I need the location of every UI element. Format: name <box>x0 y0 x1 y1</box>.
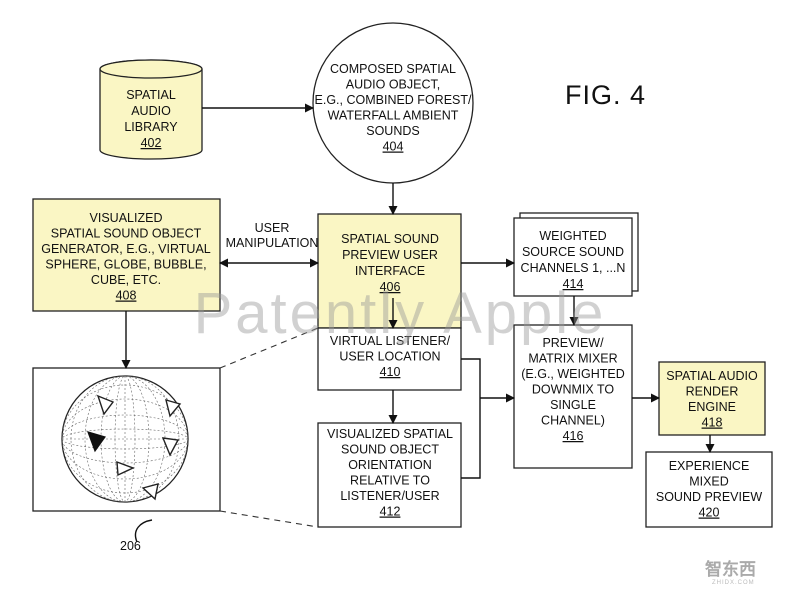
node-preview-matrix-mixer: PREVIEW/MATRIX MIXER(E.G., WEIGHTEDDOWNM… <box>514 325 632 468</box>
reference-number: 418 <box>702 416 723 430</box>
label-line: WEIGHTED <box>539 229 606 243</box>
label-line: MATRIX MIXER <box>528 352 617 366</box>
reference-number: 420 <box>699 506 720 520</box>
node-experience-mixed-sound-preview: EXPERIENCE MIXEDSOUND PREVIEW 420 <box>646 452 772 527</box>
label-line: E.G., COMBINED FOREST/ <box>315 93 472 107</box>
label-line: SINGLE <box>550 398 596 412</box>
reference-number: 410 <box>380 365 401 379</box>
label-line: WATERFALL AMBIENT <box>328 109 459 123</box>
node-spatial-audio-render-engine: SPATIAL AUDIO RENDERENGINE 418 <box>659 362 765 435</box>
label-line: AUDIO <box>131 104 171 118</box>
label-line: ENGINE <box>688 400 736 414</box>
brand-logo: 智东西 ZHIDX.COM <box>705 559 756 586</box>
label-line: AUDIO OBJECT, <box>346 78 440 92</box>
logo-text: 智东西 <box>705 559 756 579</box>
label-line: COMPOSED SPATIAL <box>330 62 456 76</box>
label-line: SOUNDS <box>366 124 419 138</box>
node-composed-spatial-audio-object: COMPOSED SPATIAL AUDIO OBJECT,E.G., COMBI… <box>313 23 473 183</box>
node-visualized-sound-object-generator: VISUALIZED SPATIAL SOUND OBJECTGENERATOR,… <box>33 199 220 311</box>
label-line: SOUND OBJECT <box>341 443 439 457</box>
label-line: SPATIAL SOUND <box>341 232 439 246</box>
label-line: SPATIAL SOUND OBJECT <box>51 227 202 241</box>
node-sphere-visualization <box>33 368 220 511</box>
label-line: LIBRARY <box>124 120 178 134</box>
label-line: (E.G., WEIGHTED <box>521 367 624 381</box>
edge-410-to-junction <box>461 359 480 398</box>
label-line: CUBE, ETC. <box>91 273 161 287</box>
label-line: SOURCE SOUND <box>522 245 624 259</box>
node-spatial-audio-library: SPATIAL AUDIO LIBRARY 402 <box>100 60 202 159</box>
label-line: MIXED <box>689 475 729 489</box>
label-line: USER LOCATION <box>339 350 440 364</box>
callout-ref-206: 206 <box>120 539 141 553</box>
reference-number: 408 <box>116 289 137 303</box>
edge-label-user-manipulation: USERMANIPULATION <box>226 221 319 250</box>
logo-subtext: ZHIDX.COM <box>712 580 755 586</box>
edge-412-to-junction <box>461 398 480 478</box>
reference-number: 404 <box>383 140 404 154</box>
label-line: USER <box>255 221 290 235</box>
label-line: GENERATOR, E.G., VIRTUAL <box>41 242 211 256</box>
label-line: RELATIVE TO <box>350 474 430 488</box>
label-line: VISUALIZED <box>90 211 163 225</box>
label-line: SPATIAL <box>126 88 176 102</box>
projection-line-bottom <box>220 511 318 527</box>
label-line: MANIPULATION <box>226 236 319 250</box>
label-line: DOWNMIX TO <box>532 383 614 397</box>
label-line: CHANNELS 1, ...N <box>521 261 626 275</box>
reference-number: 416 <box>563 429 584 443</box>
label-line: SOUND PREVIEW <box>656 490 762 504</box>
label-line: EXPERIENCE <box>669 459 750 473</box>
reference-number: 402 <box>141 136 162 150</box>
label-line: LISTENER/USER <box>340 489 439 503</box>
node-visualized-orientation: VISUALIZED SPATIAL SOUND OBJECTORIENTATIO… <box>318 423 461 527</box>
label-line: INTERFACE <box>355 264 425 278</box>
label-line: RENDER <box>686 385 739 399</box>
label-line: ORIENTATION <box>348 458 432 472</box>
label-line: CHANNEL) <box>541 414 605 428</box>
figure-label: FIG. 4 <box>565 80 646 110</box>
watermark: Patently Apple <box>194 281 607 346</box>
label-line: SPATIAL AUDIO <box>666 369 758 383</box>
reference-number: 412 <box>380 505 401 519</box>
label-line: PREVIEW USER <box>342 248 438 262</box>
label-line: SPHERE, GLOBE, BUBBLE, <box>45 258 206 272</box>
label-line: VISUALIZED SPATIAL <box>327 427 453 441</box>
